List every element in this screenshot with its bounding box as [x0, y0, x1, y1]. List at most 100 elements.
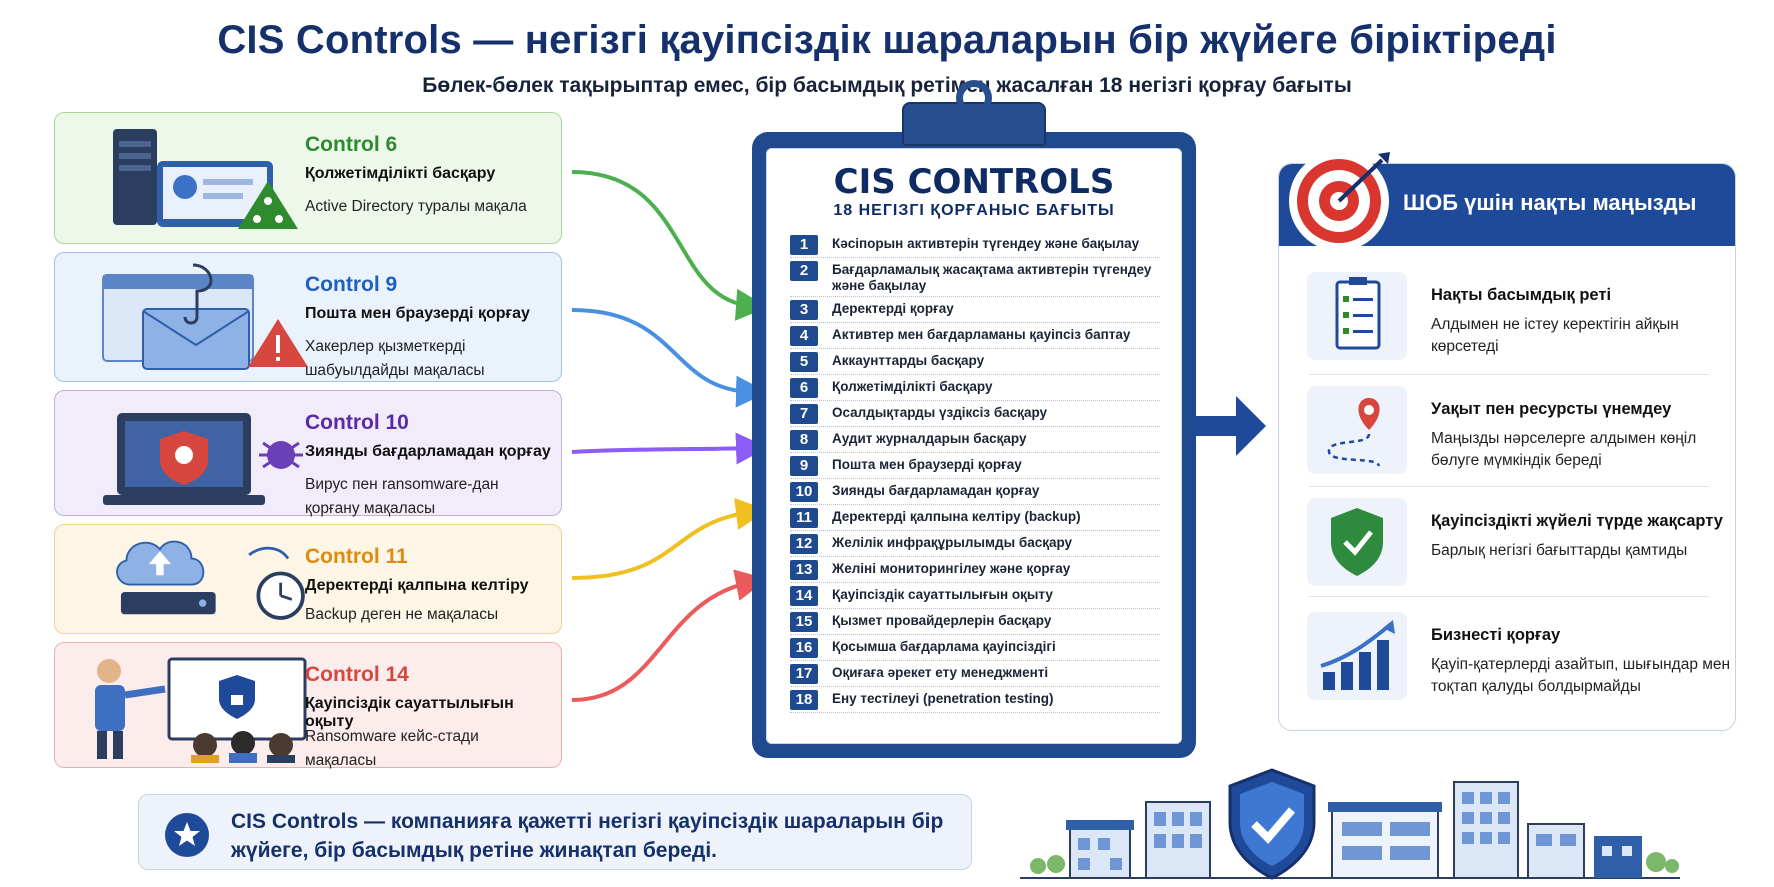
control-list-text: Бағдарламалық жасақтама активтерін түген…	[832, 262, 1152, 293]
control-card-6[interactable]: Control 6 Қолжетімділікті басқару Active…	[54, 112, 562, 244]
star-icon	[165, 813, 209, 857]
control-list-item: 7 Осалдықтарды үздіксіз басқару	[790, 401, 1160, 427]
arrow-control-10	[571, 432, 768, 465]
divider	[1309, 486, 1709, 487]
benefit-description: Маңызды нәрселерге алдымен көңіл бөлуге …	[1431, 430, 1697, 469]
control-label: Control 6	[305, 133, 398, 156]
control-list-item: 4 Активтер мен бағдарламаны қауіпсіз бапт…	[790, 323, 1160, 349]
control-label: Control 11	[305, 545, 408, 568]
control-list-text: Оқиғаға әрекет ету менеджменті	[832, 665, 1049, 680]
clipboard-clip	[902, 80, 1046, 146]
phishing-email-icon	[102, 263, 308, 370]
control-number-badge: 4	[790, 326, 818, 346]
divider	[1309, 374, 1709, 375]
checklist-icon	[1307, 272, 1407, 360]
arrow-control-14	[571, 569, 768, 702]
control-number-badge: 10	[790, 482, 818, 502]
benefit-item: Бизнесті қорғау Қауіп-қатерлерді азайтып…	[1295, 604, 1730, 708]
control-list-item: 6 Қолжетімділікті басқару	[790, 375, 1160, 401]
arrow-control-11	[571, 498, 768, 580]
control-number-badge: 15	[790, 612, 818, 632]
page-title: CIS Controls — негізгі қауіпсіздік шарал…	[217, 18, 1557, 62]
control-list-text: Деректерді қалпына келтіру (backup)	[832, 509, 1081, 524]
benefit-description: Қауіп-қатерлерді азайтып, шығындар мен т…	[1431, 656, 1731, 695]
control-list-item: 15 Қызмет провайдерлерін басқару	[790, 609, 1160, 635]
control-description: Вирус пен ransomware-дан қорғану мақалас…	[305, 476, 499, 517]
benefit-title: Бизнесті қорғау	[1431, 626, 1561, 644]
control-list-text: Активтер мен бағдарламаны қауіпсіз бапта…	[832, 327, 1131, 342]
benefit-title: Қауіпсіздікті жүйелі түрде жақсарту	[1431, 512, 1723, 530]
control-list-text: Пошта мен браузерді қорғау	[832, 457, 1022, 472]
control-list-text: Деректерді қорғау	[832, 301, 954, 316]
board-title: CIS CONTROLS	[833, 162, 1115, 202]
control-description: Хакерлер қызметкерді шабуылдайды мақалас…	[305, 338, 485, 379]
control-card-10[interactable]: Control 10 Зиянды бағдарламадан қорғау В…	[54, 390, 562, 517]
control-number-badge: 8	[790, 430, 818, 450]
control-number-badge: 18	[790, 690, 818, 710]
control-number-badge: 7	[790, 404, 818, 424]
control-card-14[interactable]: Control 14 Қауіпсіздік сауаттылығын оқыт…	[54, 642, 562, 769]
target-icon	[1289, 151, 1390, 251]
control-list-text: Аудит журналдарын басқару	[832, 431, 1027, 446]
control-number-badge: 5	[790, 352, 818, 372]
control-list-item: 2 Бағдарламалық жасақтама активтерін түге…	[790, 258, 1160, 297]
city-shield-illustration	[1020, 768, 1680, 880]
shield-check-icon	[1307, 498, 1407, 586]
control-number-badge: 3	[790, 300, 818, 320]
route-pin-icon	[1307, 386, 1407, 474]
arrow-control-9	[571, 308, 768, 408]
control-card-11[interactable]: Control 11 Деректерді қалпына келтіру Ba…	[54, 524, 562, 634]
control-label: Control 9	[305, 273, 398, 296]
training-presenter-icon	[95, 657, 307, 763]
control-list-item: 8 Аудит журналдарын басқару	[790, 427, 1160, 453]
server-monitor-icon	[113, 129, 298, 229]
control-list-item: 16 Қосымша бағдарлама қауіпсіздігі	[790, 635, 1160, 661]
control-list-item: 5 Аккаунттарды басқару	[790, 349, 1160, 375]
benefit-description: Алдымен не істеу керектігін айқын көрсет…	[1431, 316, 1679, 355]
summary-banner: CIS Controls — компанияға қажетті негізг…	[138, 794, 972, 870]
cis-controls-clipboard: CIS CONTROLS 18 НЕГІЗГІ ҚОРҒАНЫС БАҒЫТЫ …	[752, 80, 1196, 758]
benefit-title: Нақты басымдық реті	[1431, 286, 1612, 304]
backup-cloud-icon	[116, 540, 305, 620]
benefit-item: Уақыт пен ресурсты үнемдеу Маңызды нәрсе…	[1295, 378, 1725, 482]
control-list-text: Қосымша бағдарлама қауіпсіздігі	[832, 639, 1056, 654]
control-number-badge: 17	[790, 664, 818, 684]
control-list-item: 17 Оқиғаға әрекет ету менеджменті	[790, 661, 1160, 687]
control-list-text: Аккаунттарды басқару	[832, 353, 985, 368]
control-number-badge: 2	[790, 261, 818, 281]
control-label: Control 14	[305, 663, 409, 686]
banner-text: CIS Controls — компанияға қажетті негізг…	[231, 810, 944, 862]
benefit-title: Уақыт пен ресурсты үнемдеу	[1431, 400, 1672, 418]
benefit-description: Барлық негізгі бағыттарды қамтиды	[1431, 542, 1688, 559]
right-arrow-icon	[1196, 396, 1266, 456]
control-number-badge: 1	[790, 235, 818, 255]
control-number-badge: 11	[790, 508, 818, 528]
control-description: Active Directory туралы мақала	[305, 198, 527, 215]
control-name: Пошта мен браузерді қорғау	[305, 305, 530, 322]
control-name: Деректерді қалпына келтіру	[305, 577, 529, 594]
control-list-text: Кәсіпорын активтерін түгендеу және бақыл…	[832, 236, 1140, 251]
control-label: Control 10	[305, 411, 409, 434]
control-number-badge: 12	[790, 534, 818, 554]
control-number-badge: 6	[790, 378, 818, 398]
control-list-text: Осалдықтарды үздіксіз басқару	[832, 405, 1048, 420]
board-subtitle: 18 НЕГІЗГІ ҚОРҒАНЫС БАҒЫТЫ	[833, 202, 1115, 219]
growth-chart-icon	[1307, 612, 1407, 700]
benefit-item: Нақты басымдық реті Алдымен не істеу кер…	[1295, 264, 1725, 368]
control-number-badge: 14	[790, 586, 818, 606]
control-list-item: 10 Зиянды бағдарламадан қорғау	[790, 479, 1160, 505]
control-list-text: Желілік инфрақұрылымды басқару	[832, 535, 1073, 550]
control-card-9[interactable]: Control 9 Пошта мен браузерді қорғау Хак…	[54, 252, 562, 382]
control-number-badge: 16	[790, 638, 818, 658]
control-name: Зиянды бағдарламадан қорғау	[305, 443, 551, 460]
control-list-item: 1 Кәсіпорын активтерін түгендеу және бақы…	[790, 232, 1160, 258]
control-list-text: Қолжетімділікті басқару	[832, 379, 993, 394]
control-list-text: Қызмет провайдерлерін басқару	[832, 613, 1052, 628]
control-number-badge: 13	[790, 560, 818, 580]
page-subtitle: Бөлек-бөлек тақырыптар емес, бір басымды…	[422, 74, 1352, 97]
control-list-text: Зиянды бағдарламадан қорғау	[832, 483, 1040, 498]
control-name: Қолжетімділікті басқару	[305, 165, 496, 182]
